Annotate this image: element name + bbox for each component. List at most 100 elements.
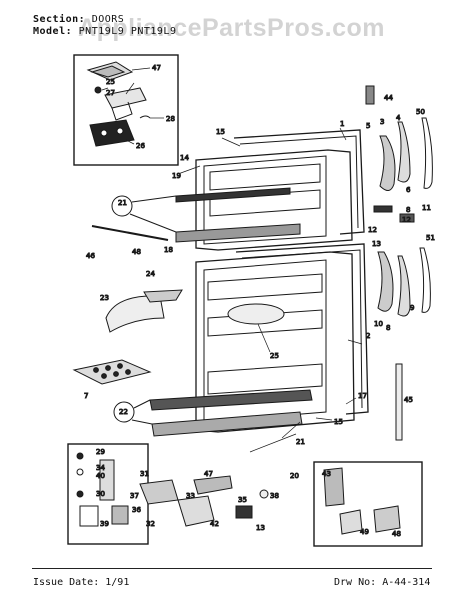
shelf-bar	[91, 225, 169, 241]
leader-line	[101, 87, 109, 91]
hinge-bracket-lower	[99, 459, 115, 501]
fresh-handle-cover	[419, 247, 431, 313]
hinge-washer	[76, 490, 84, 498]
part-label: 49	[360, 528, 369, 536]
hinge-bracket	[111, 101, 133, 121]
part-label: 33	[186, 492, 195, 500]
part-label: 15	[334, 418, 343, 426]
part-label: 45	[404, 396, 413, 404]
part-label: 9	[410, 304, 414, 312]
part-label: 34	[96, 464, 105, 472]
hinge-screw	[94, 86, 102, 94]
part-label: 6	[406, 186, 411, 194]
freezer-door-bar	[175, 187, 291, 203]
side-trim-strip	[395, 363, 403, 441]
part-label: 46	[86, 252, 95, 260]
part-label: 35	[238, 496, 247, 504]
hinge-plate-hole	[116, 127, 124, 135]
freezer-shelf-top	[209, 163, 321, 191]
part-label: 10	[374, 320, 383, 328]
part-label: 47	[204, 470, 213, 478]
freezer-door	[175, 129, 365, 251]
detail-circle-upper	[111, 195, 133, 217]
leader-line	[347, 339, 363, 345]
issue-date: Issue Date: 1/91	[33, 577, 129, 588]
lower-right-frame	[313, 461, 423, 547]
freezer-handle-cover	[421, 117, 433, 189]
part-label: 44	[384, 94, 393, 102]
hinge-plate-hole	[100, 129, 108, 137]
hinge-inset	[73, 54, 179, 166]
part-label: 1	[340, 120, 344, 128]
leader-line	[257, 323, 271, 353]
detail-callout-lines	[129, 195, 177, 233]
part-label: 2	[366, 332, 370, 340]
dairy-door	[227, 303, 285, 325]
hinge-bushing	[76, 468, 84, 476]
part-label: 32	[146, 520, 155, 528]
part-label: 13	[372, 240, 381, 248]
fresh-gasket	[235, 243, 369, 415]
part-label: 26	[136, 142, 145, 150]
hinge-shim	[139, 115, 151, 119]
inset-clip-51	[339, 509, 363, 535]
part-label: 15	[216, 128, 225, 136]
part-label: 29	[96, 448, 105, 456]
part-label: 47	[152, 64, 161, 72]
part-label: 28	[166, 115, 175, 123]
bottom-hinge-32	[139, 479, 179, 505]
fresh-food-door	[149, 243, 369, 437]
hinge-pin-mount	[79, 505, 99, 527]
part-label: 30	[96, 490, 105, 498]
part-label: 12	[402, 216, 411, 224]
butter-cover	[143, 289, 183, 303]
freezer-gasket	[233, 129, 365, 235]
handle-cap	[365, 85, 375, 105]
fresh-handle	[377, 251, 394, 312]
part-label: 43	[322, 470, 331, 478]
detail-circle-lower	[113, 401, 135, 423]
freezer-handle-trim	[397, 121, 411, 183]
part-label: 42	[210, 520, 219, 528]
section-header: Section: DOORS	[33, 14, 124, 25]
part-label: 39	[100, 520, 109, 528]
fresh-handle-trim	[397, 255, 411, 317]
egg-cup	[101, 373, 107, 379]
leader-line	[339, 127, 347, 141]
handle-clip	[373, 205, 393, 213]
part-label: 37	[130, 492, 139, 500]
part-label: 23	[100, 294, 109, 302]
freezer-door-outer	[195, 149, 353, 251]
part-label: 17	[358, 392, 367, 400]
section-value: DOORS	[91, 14, 125, 25]
hinge-screw-block	[235, 505, 253, 519]
hinge-washer	[76, 452, 84, 460]
egg-cup	[117, 363, 123, 369]
part-label: 40	[96, 472, 105, 480]
part-label: 25	[106, 78, 115, 86]
part-label: 5	[366, 122, 370, 130]
inset-clip-50	[373, 505, 401, 533]
model-header: Model: PNT19L9 PNT19L9	[33, 26, 176, 37]
fresh-shelf-3	[207, 363, 323, 395]
part-label: 18	[164, 246, 173, 254]
model-value: PNT19L9 PNT19L9	[78, 26, 177, 37]
part-label: 7	[84, 392, 88, 400]
part-label: 3	[380, 118, 384, 126]
freezer-door-trim	[175, 223, 301, 243]
egg-cup	[93, 367, 99, 373]
part-label: 27	[106, 89, 115, 97]
part-label: 50	[416, 108, 425, 116]
egg-tray	[72, 359, 152, 385]
hinge-cap	[259, 489, 269, 499]
hinge-inset-frame	[73, 54, 179, 166]
handle-clip	[399, 213, 415, 223]
model-label: Model:	[33, 26, 73, 37]
part-label: 21	[296, 438, 305, 446]
issue-label: Issue Date:	[33, 577, 100, 588]
part-label: 20	[290, 472, 299, 480]
inset-bracket-44	[323, 467, 345, 507]
part-label: 4	[396, 114, 401, 122]
part-label: 14	[180, 154, 189, 162]
leader-line	[315, 417, 333, 421]
